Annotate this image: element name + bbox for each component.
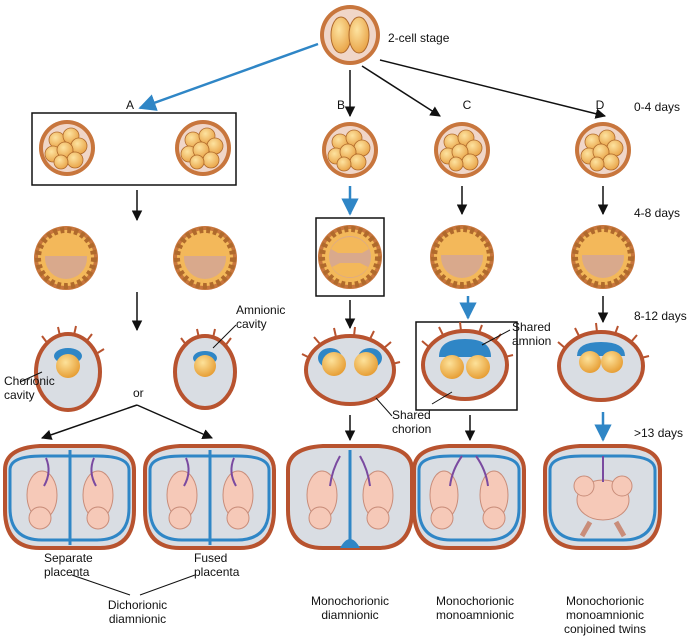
- type-mono-di: Monochorionic diamnionic: [310, 594, 390, 622]
- blastocyst-d: [571, 225, 635, 289]
- fetuses-mono-mono: [412, 444, 526, 550]
- stage-label: 2-cell stage: [388, 31, 450, 45]
- time-4-8: 4-8 days: [634, 206, 681, 220]
- connector-separate: [71, 574, 131, 596]
- label-shared-amnion: Shared amnion: [512, 320, 552, 348]
- time-0-4: 0-4 days: [634, 100, 681, 114]
- time-8-12: 8-12 days: [634, 309, 687, 323]
- box-column-a-split: [31, 112, 237, 186]
- connector-fused: [139, 574, 196, 596]
- arrow-to-c: [361, 65, 441, 117]
- morula-c: [433, 121, 491, 179]
- type-conjoined: Monochorionic monoamnionic conjoined twi…: [563, 594, 647, 636]
- pointer-shared-chorion: [375, 397, 393, 417]
- morula-b: [321, 121, 379, 179]
- pointer-shared-chorion-c: [431, 391, 453, 405]
- morula-a1: [38, 119, 96, 177]
- two-cell-zygote: [320, 5, 380, 65]
- blastocyst-b: [318, 225, 382, 289]
- label-shared-chorion: Shared chorion: [392, 408, 432, 436]
- morula-a2: [174, 119, 232, 177]
- column-label-d: D: [595, 98, 605, 112]
- type-mono-mono: Monochorionic monoamnionic: [435, 594, 515, 622]
- time-13: >13 days: [634, 426, 684, 440]
- column-label-a: A: [125, 98, 134, 112]
- box-column-c-shared: [415, 321, 518, 411]
- pointer-chorionic: [19, 371, 43, 383]
- label-separate-placenta: Separate placenta: [44, 551, 93, 579]
- chorion-a1: [34, 325, 105, 412]
- box-column-b-split: [315, 217, 385, 297]
- blastocyst-a1: [34, 226, 98, 290]
- placenta-fused: [143, 444, 276, 550]
- blastocyst-a2: [173, 226, 237, 290]
- pointer-shared-amnion: [481, 329, 511, 346]
- chorion-c: [421, 321, 514, 401]
- arrow-to-d: [379, 59, 607, 119]
- chorion-a2: [173, 328, 237, 410]
- label-or: or: [133, 386, 144, 400]
- label-chorionic-cavity: Chorionic cavity: [4, 374, 55, 402]
- fetuses-mono-di: [286, 444, 414, 550]
- chorion-d: [557, 322, 650, 402]
- chorion-b: [301, 326, 401, 406]
- blastocyst-c: [430, 225, 494, 289]
- column-label-b: B: [336, 98, 345, 112]
- type-dichorionic-diamnionic: Dichorionic diamnionic: [107, 598, 168, 626]
- pointer-amnionic: [212, 324, 237, 349]
- label-fused-placenta: Fused placenta: [194, 551, 240, 579]
- morula-d: [574, 121, 632, 179]
- fetuses-conjoined: [543, 444, 662, 550]
- placenta-separate: [3, 444, 136, 550]
- arrow-to-a: [138, 42, 319, 111]
- column-label-c: C: [462, 98, 472, 112]
- label-amnionic-cavity: Amnionic cavity: [236, 303, 286, 331]
